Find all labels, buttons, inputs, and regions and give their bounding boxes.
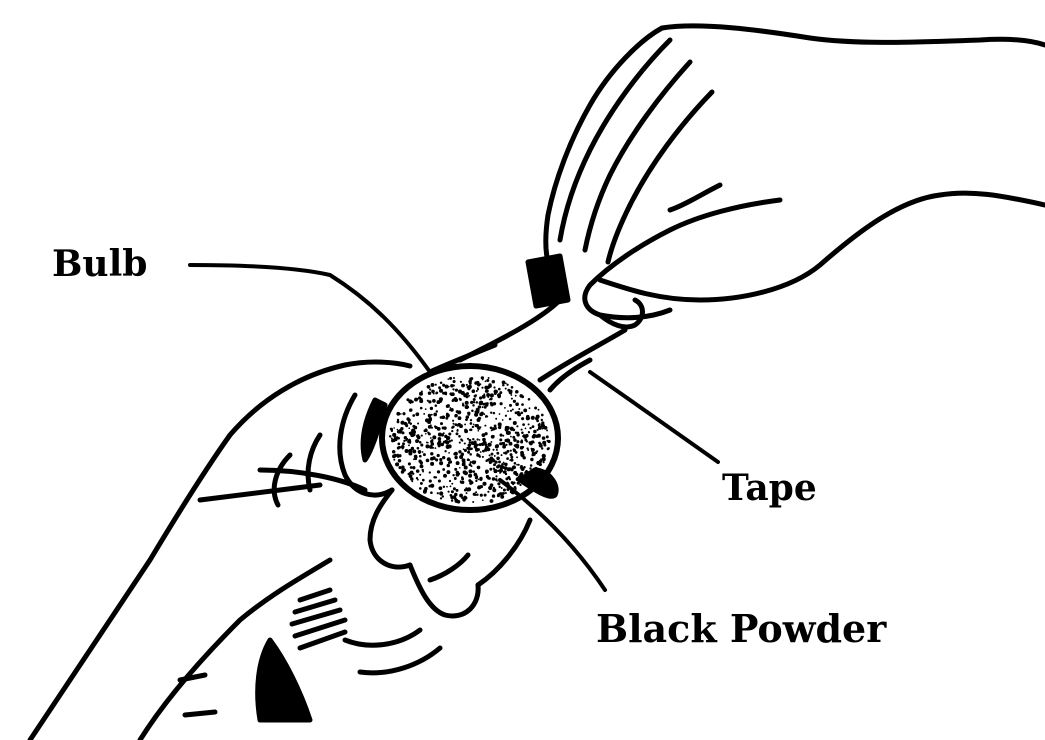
right-hand <box>528 26 1045 327</box>
tape-leader <box>590 372 718 462</box>
bulb-label: Bulb <box>52 243 147 285</box>
tape-label: Tape <box>722 467 817 509</box>
black-powder-label: Black Powder <box>596 606 887 651</box>
bulb-leader <box>190 265 430 372</box>
